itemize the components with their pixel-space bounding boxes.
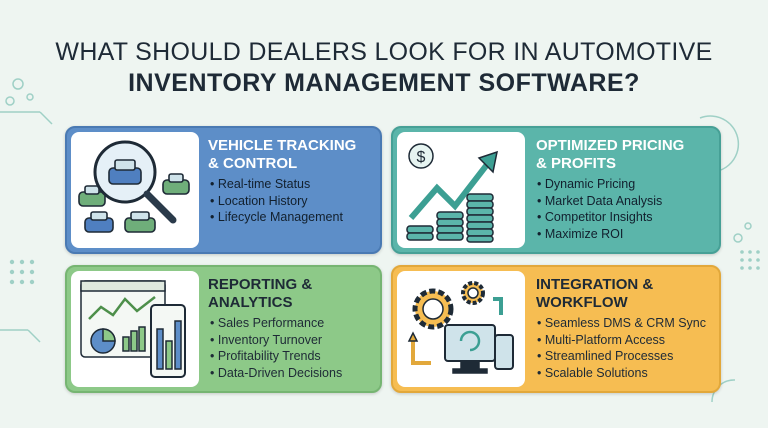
- list-item: Sales Performance: [210, 315, 342, 332]
- list-item: Location History: [210, 193, 343, 210]
- feature-list: Sales Performance Inventory Turnover Pro…: [210, 315, 342, 381]
- card-reporting-analytics: REPORTING &ANALYTICS Sales Performance I…: [65, 265, 382, 393]
- svg-text:$: $: [417, 149, 426, 166]
- list-item: Lifecycle Management: [210, 209, 343, 226]
- card-heading: INTEGRATION &WORKFLOW: [536, 276, 654, 311]
- feature-list: Dynamic Pricing Market Data Analysis Com…: [537, 176, 662, 242]
- list-item: Maximize ROI: [537, 226, 662, 243]
- list-item: Competitor Insights: [537, 209, 662, 226]
- list-item: Inventory Turnover: [210, 332, 342, 349]
- card-heading: OPTIMIZED PRICING& PROFITS: [536, 137, 685, 172]
- card-integration-workflow: INTEGRATION &WORKFLOW Seamless DMS & CRM…: [391, 265, 721, 393]
- list-item: Scalable Solutions: [537, 365, 706, 382]
- list-item: Data-Driven Decisions: [210, 365, 342, 382]
- card-vehicle-tracking: VEHICLE TRACKING& CONTROL Real-time Stat…: [65, 126, 382, 254]
- card-heading: VEHICLE TRACKING& CONTROL: [208, 137, 357, 172]
- list-item: Seamless DMS & CRM Sync: [537, 315, 706, 332]
- dashboard-charts-icon: [71, 271, 199, 387]
- gears-devices-sync-icon: [397, 271, 525, 387]
- title-line-2: INVENTORY MANAGEMENT SOFTWARE?: [128, 69, 640, 97]
- coin-stacks-rising-arrow-icon: $: [397, 132, 525, 248]
- list-item: Dynamic Pricing: [537, 176, 662, 193]
- feature-list: Real-time Status Location History Lifecy…: [210, 176, 343, 226]
- title-line-1: WHAT SHOULD DEALERS LOOK FOR IN AUTOMOTI…: [55, 38, 713, 66]
- feature-list: Seamless DMS & CRM Sync Multi-Platform A…: [537, 315, 706, 381]
- list-item: Multi-Platform Access: [537, 332, 706, 349]
- magnifier-over-cars-icon: [71, 132, 199, 248]
- list-item: Market Data Analysis: [537, 193, 662, 210]
- list-item: Profitability Trends: [210, 348, 342, 365]
- list-item: Streamlined Processes: [537, 348, 706, 365]
- card-heading: REPORTING &ANALYTICS: [208, 276, 313, 311]
- card-optimized-pricing: $ OPTIMIZED PRICING& PROFITS Dynamic Pri…: [391, 126, 721, 254]
- list-item: Real-time Status: [210, 176, 343, 193]
